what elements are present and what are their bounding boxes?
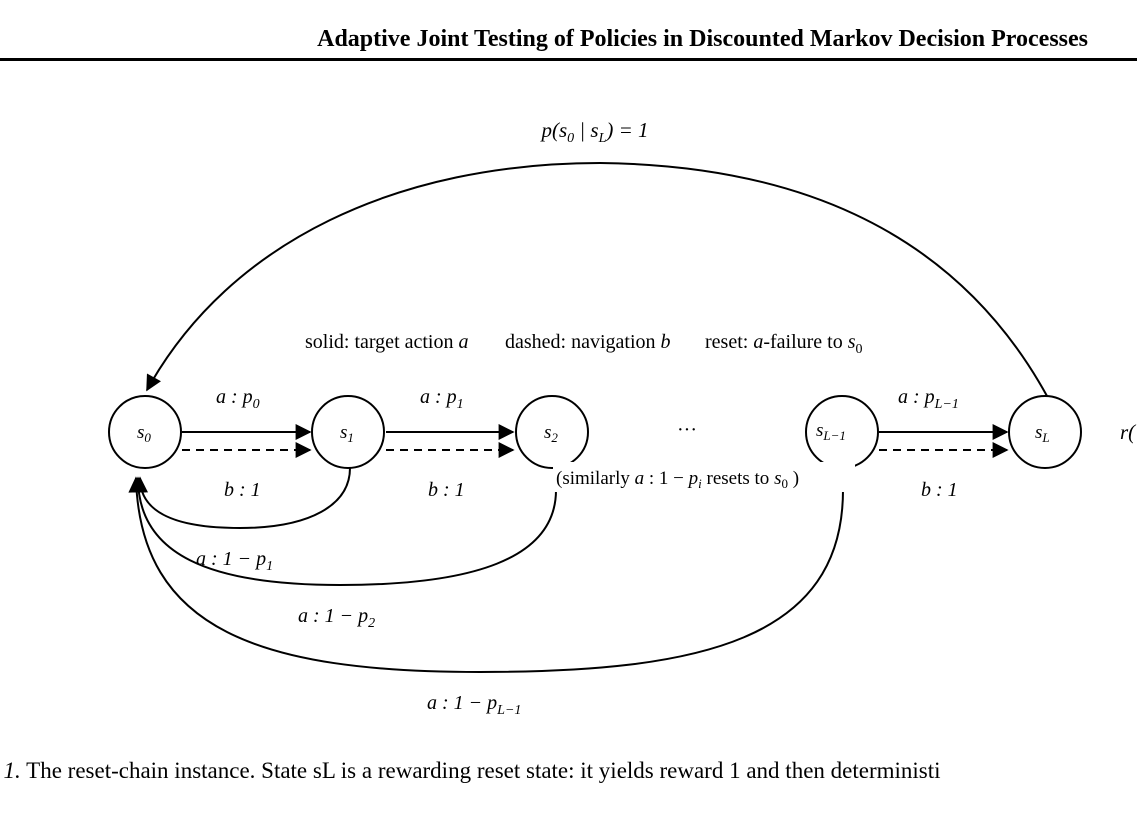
caption-label: ure 1. [0, 758, 21, 783]
ellipsis: ··· [677, 419, 697, 441]
reset-curve-s2 [130, 476, 557, 587]
state-s1 [311, 395, 385, 469]
legend-solid: solid: target action a [305, 331, 469, 353]
forward-label-a-p0: a : p0 [216, 386, 260, 412]
state-s2 [515, 395, 589, 469]
header-rule [0, 58, 1137, 61]
return-arc-label: p(s0 | sL) = 1 [539, 118, 648, 146]
reset-label-1-minus-pL1: a : 1 − pL−1 [427, 692, 521, 718]
reset-curve-s1 [132, 467, 351, 530]
state-sL [1008, 395, 1082, 469]
right-edge-fragment: r( [1120, 420, 1137, 444]
forward-label-a-pL1: a : pL−1 [898, 386, 959, 412]
reset-chain-diagram: p(s0 | sL) = 1 solid: target action a da… [108, 118, 1137, 718]
return-arc-sL-to-s0 [146, 161, 1048, 397]
figure-caption: ure 1. The reset-chain instance. State s… [0, 758, 941, 784]
reset-label-1-minus-p2: a : 1 − p2 [298, 605, 375, 631]
legend-reset: reset: a-failure to s0 [705, 331, 863, 357]
nav-label-b-1: b : 1 [224, 479, 261, 501]
forward-label-a-p1: a : p1 [420, 386, 464, 412]
nav-label-b-1: b : 1 [428, 479, 465, 501]
state-s0 [108, 395, 182, 469]
header-title: Adaptive Joint Testing of Policies in Di… [317, 26, 1088, 52]
nav-label-b-1: b : 1 [921, 479, 958, 501]
reset-label-1-minus-p1: a : 1 − p1 [196, 548, 273, 574]
similarly-note-bg [553, 462, 855, 492]
legend-dashed: dashed: navigation b [505, 331, 671, 353]
caption-text: The reset-chain instance. State sL is a … [26, 758, 941, 783]
reset-curve-sL1 [128, 476, 844, 674]
similarly-note: (similarly a : 1 − pi resets to s0 ) [556, 468, 799, 491]
